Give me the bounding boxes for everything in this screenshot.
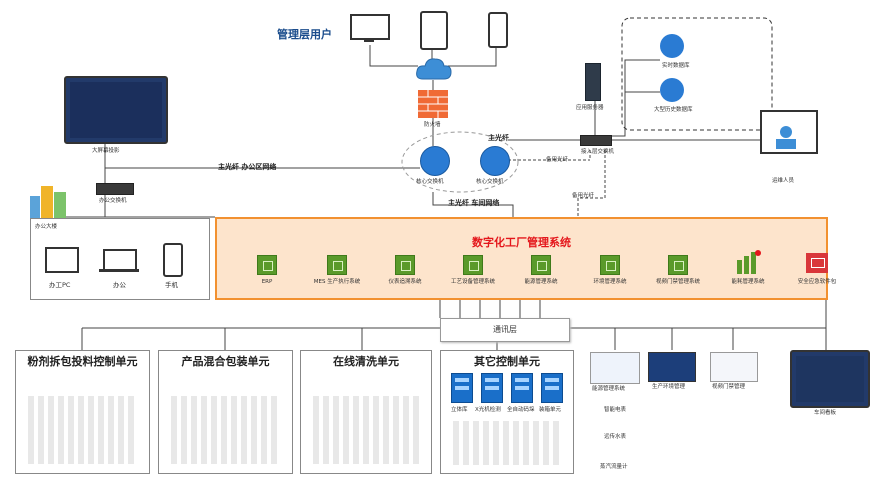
laptop-icon: [103, 249, 137, 271]
safety-package-icon: [806, 253, 828, 273]
env-system-label: 生产环境管理: [652, 384, 686, 390]
office-switch-icon: [96, 183, 134, 195]
firewall-icon: [418, 90, 448, 118]
mobile-label: 手机: [165, 281, 178, 289]
unit-1-wiring: [28, 396, 136, 464]
energy-consumption-icon: [735, 250, 761, 274]
module-label-trace: 仪表追溯系统: [388, 279, 422, 285]
office-network-label: 主光纤 办公区网络: [218, 163, 277, 171]
other-control-2: X光机检测: [475, 407, 501, 413]
core-switch-1-label: 核心交换机: [416, 179, 444, 185]
other-control-3: 全自动码垛: [507, 407, 535, 413]
video-module-icon: [668, 255, 688, 275]
cabinet-icon-4: [541, 373, 563, 403]
access-switch-label: 接入层交换机: [581, 149, 615, 155]
unit-panel-1: 粉剂拆包投料控制单元: [15, 350, 150, 474]
meter-label-2: 远传水表: [604, 434, 627, 440]
digital-factory-system: 数字化工厂管理系统: [215, 217, 828, 300]
office-building-panel: 办公大楼 办工PC 办公 手机: [30, 218, 210, 300]
office-building-icon: [30, 186, 70, 218]
cabinet-icon-3: [511, 373, 533, 403]
erp-module-icon: [257, 255, 277, 275]
app-server-label: 应用服务器: [576, 105, 604, 111]
module-label-erp: ERP: [261, 279, 273, 285]
module-label-mes: MES 生产执行系统: [313, 279, 361, 285]
ops-workstation-icon: [760, 110, 818, 154]
unit-panel-4: 其它控制单元 立体库 X光机检测 全自动码垛 装箱单元: [440, 350, 574, 474]
trace-module-icon: [395, 255, 415, 275]
unit-title-2: 产品混合包装单元: [181, 355, 270, 368]
system-title: 数字化工厂管理系统: [472, 236, 571, 249]
module-label-energy-consumption: 能耗管理系统: [731, 279, 765, 285]
module-label-video: 视频门禁管理系统: [655, 279, 700, 285]
equipment-module-icon: [463, 255, 483, 275]
office-switch-label: 办公交换机: [99, 198, 127, 204]
unit-title-1: 粉剂拆包投料控制单元: [27, 355, 138, 368]
tablet-icon: [420, 11, 448, 50]
unit-3-wiring: [313, 396, 419, 464]
energy-module-icon: [531, 255, 551, 275]
workshop-board-label: 车间看板: [814, 410, 837, 416]
other-control-1: 立体库: [451, 407, 468, 413]
unit-panel-2: 产品混合包装单元: [158, 350, 293, 474]
big-screen-display: [64, 76, 168, 144]
module-label-energy: 能源管理系统: [524, 279, 558, 285]
big-screen-label: 大屏幕投影: [92, 148, 120, 154]
core-switch-1-icon: [420, 146, 450, 176]
mgmt-users-title: 管理层用户: [277, 28, 332, 41]
mobile-icon: [163, 243, 183, 277]
mes-module-icon: [327, 255, 347, 275]
ops-staff-label: 运维人员: [772, 178, 795, 184]
history-db-icon: [660, 78, 684, 102]
realtime-db-icon: [660, 34, 684, 58]
workshop-network-label: 主光纤 车间网络: [448, 199, 500, 207]
unit-title-3: 在线清洗单元: [333, 355, 399, 368]
realtime-db-label: 实时数据库: [662, 63, 690, 69]
core-switch-2-icon: [480, 146, 510, 176]
office-pc-icon: [45, 247, 79, 273]
video-system-screen: [710, 352, 758, 382]
energy-system-label: 能源管理系统: [592, 386, 626, 392]
unit-2-wiring: [171, 396, 279, 464]
environment-module-icon: [600, 255, 620, 275]
history-db-label: 大型历史数据库: [654, 107, 693, 113]
unit-panel-3: 在线清洗单元: [300, 350, 432, 474]
video-system-label: 视频门禁管理: [712, 384, 746, 390]
cabinet-icon-1: [451, 373, 473, 403]
backup-fiber-label-1: 备用光纤: [546, 157, 569, 163]
unit-title-4: 其它控制单元: [474, 355, 540, 368]
cabinet-icon-2: [481, 373, 503, 403]
meter-label-1: 智能电表: [604, 407, 627, 413]
access-switch-icon: [580, 135, 612, 146]
env-system-screen: [648, 352, 696, 382]
laptop-label: 办公: [113, 281, 126, 289]
meter-label-3: 蒸汽流量计: [600, 464, 628, 470]
comm-layer-box: 通讯层: [440, 318, 570, 342]
desktop-monitor-icon: [350, 14, 390, 42]
other-control-4: 装箱单元: [539, 407, 562, 413]
phone-icon: [488, 12, 508, 48]
office-pc-label: 办工PC: [49, 281, 71, 289]
energy-system-screen: [590, 352, 640, 384]
unit-4-wiring: [453, 421, 559, 465]
workshop-board-screen: [790, 350, 870, 408]
firewall-label: 防火墙: [424, 122, 441, 128]
backup-fiber-label-2: 备用光纤: [572, 193, 595, 199]
main-fiber-label: 主光纤: [488, 134, 509, 142]
module-label-safety: 安全应急软件包: [797, 279, 837, 285]
core-switch-2-label: 核心交换机: [476, 179, 504, 185]
app-server-icon: [585, 63, 601, 101]
office-building-label: 办公大楼: [35, 224, 58, 230]
module-label-equipment: 工艺设备管理系统: [450, 279, 495, 285]
module-label-environment: 环境管理系统: [593, 279, 627, 285]
cloud-icon: [416, 58, 452, 80]
